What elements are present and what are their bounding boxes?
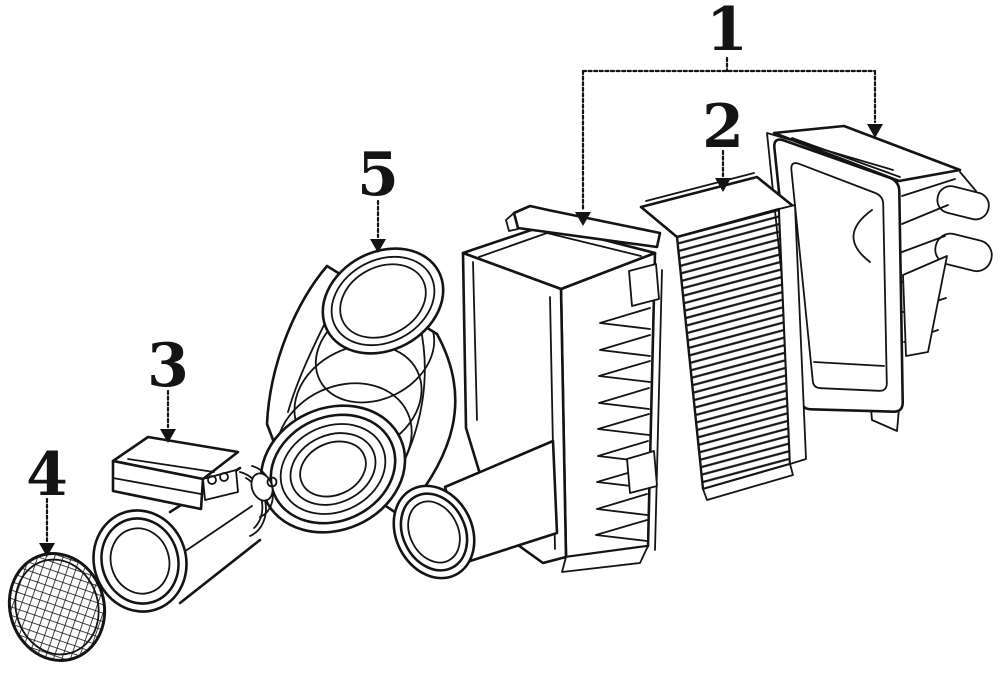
filter-pleated-face (675, 207, 792, 491)
housing-clip-bottom (626, 450, 658, 494)
arrowhead-2 (715, 178, 731, 192)
cover-boss-lower (934, 232, 993, 273)
callout-label-4[interactable]: 4 (26, 440, 68, 510)
cover-flap (902, 255, 948, 357)
callout-label-1[interactable]: 1 (706, 0, 748, 65)
air-mass-sensor-drawing (92, 435, 278, 613)
sensor-connector-box (111, 435, 240, 511)
arrowhead-1-right (867, 124, 883, 138)
cover-inner-dome-arc (852, 209, 873, 263)
hose-upper-opening (321, 247, 445, 355)
callout-label-5[interactable]: 5 (357, 140, 399, 210)
air-cleaner-cover-drawing (766, 124, 993, 432)
arrowhead-4 (39, 543, 55, 557)
callout-5-leader (370, 199, 386, 253)
cover-boss-upper (936, 185, 990, 221)
filter-side-frame (778, 204, 807, 465)
screen-mesh-disc (7, 552, 107, 662)
callout-label-3[interactable]: 3 (147, 331, 189, 401)
arrowhead-5 (370, 239, 386, 253)
sensor-rear-rings (239, 465, 278, 537)
arrowhead-3 (160, 429, 176, 443)
sensor-front-flange (92, 509, 188, 613)
intake-hose-drawing (259, 247, 457, 534)
housing-snout-opening (392, 484, 476, 580)
air-filter-element-drawing (639, 172, 807, 501)
housing-top-rail (512, 204, 662, 249)
callout-2-leader (715, 149, 731, 192)
inlet-screen-drawing (7, 552, 107, 662)
callout-4-leader (39, 497, 55, 557)
screen-inner-rim (14, 558, 100, 656)
arrowhead-1-left (575, 212, 591, 226)
housing-fins (595, 307, 651, 542)
cover-opening (790, 162, 888, 392)
filter-bottom-edge (702, 463, 794, 501)
callout-1-leader (575, 56, 883, 226)
callout-label-2[interactable]: 2 (702, 92, 744, 162)
callout-3-leader (160, 389, 176, 443)
housing-bottom-edge (561, 545, 649, 573)
air-cleaner-housing-drawing (392, 204, 663, 580)
housing-clip-top (628, 263, 660, 307)
